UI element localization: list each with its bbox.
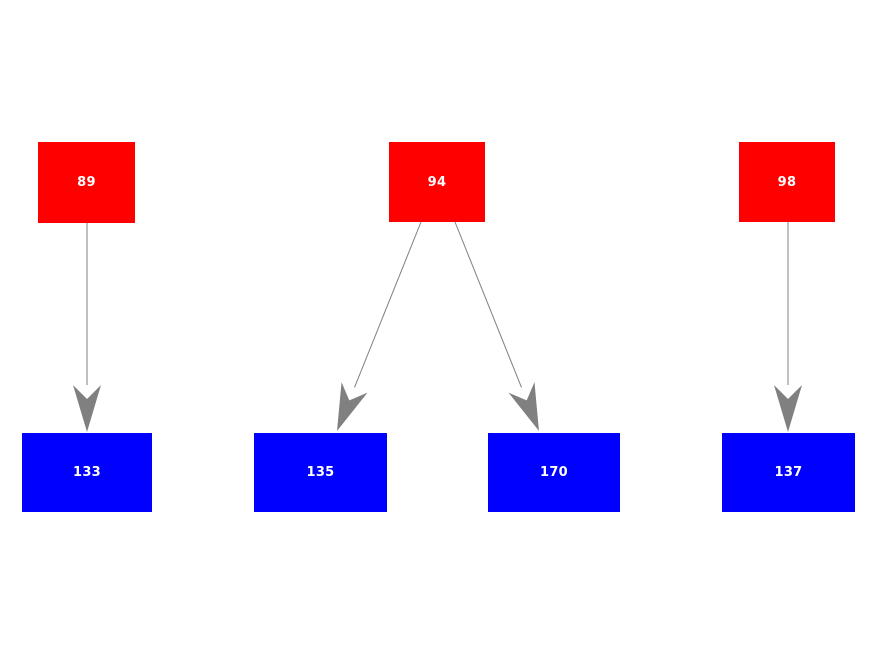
- graph-node-98[interactable]: 98: [739, 142, 835, 222]
- graph-node-94[interactable]: 94: [389, 142, 485, 222]
- node-label: 89: [77, 175, 96, 190]
- edge-arrowhead: [73, 385, 101, 432]
- arrowhead-group: [73, 382, 802, 432]
- node-label: 170: [539, 465, 569, 480]
- edge-arrowhead: [774, 385, 802, 432]
- edge-arrowhead: [337, 382, 368, 431]
- node-label: 135: [306, 465, 335, 480]
- node-label: 137: [774, 465, 803, 480]
- graph-node-135[interactable]: 135: [254, 433, 387, 512]
- edge-line: [454, 221, 522, 388]
- node-label: 98: [777, 174, 797, 190]
- edge-group: [86, 221, 789, 388]
- graph-node-170[interactable]: 170: [488, 433, 620, 512]
- node-label: 94: [427, 174, 447, 190]
- node-label: 133: [72, 465, 102, 480]
- graph-node-133[interactable]: 133: [22, 433, 152, 512]
- edge-line: [354, 221, 422, 388]
- graph-node-89[interactable]: 89: [38, 142, 135, 223]
- edge-arrowhead: [508, 382, 539, 431]
- graph-node-137[interactable]: 137: [722, 433, 855, 512]
